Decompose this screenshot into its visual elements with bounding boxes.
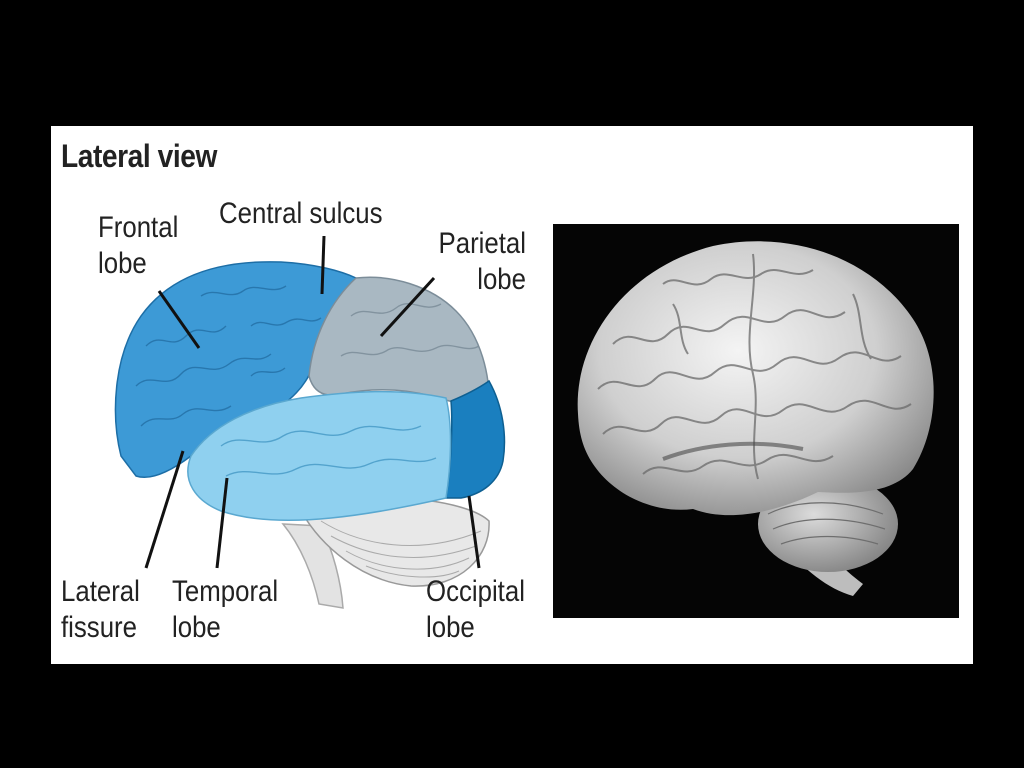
occipital-lobe (445, 379, 506, 499)
label-central-sulcus: Central sulcus (219, 197, 383, 230)
label-temporal-lobe: Temporal lobe (172, 575, 279, 644)
brain-photo (553, 224, 959, 618)
temporal-lobe (187, 390, 452, 521)
slide-panel: Lateral view (51, 126, 973, 664)
label-frontal-lobe: Frontal lobe (98, 211, 179, 280)
label-lateral-fissure: Lateral fissure (61, 575, 140, 644)
brain-diagram (114, 235, 506, 609)
label-occipital-lobe: Occipital lobe (426, 575, 525, 644)
diagram-title: Lateral view (61, 138, 217, 174)
label-parietal-lobe: Parietal lobe (438, 227, 526, 296)
brain-photo-image (577, 241, 934, 596)
